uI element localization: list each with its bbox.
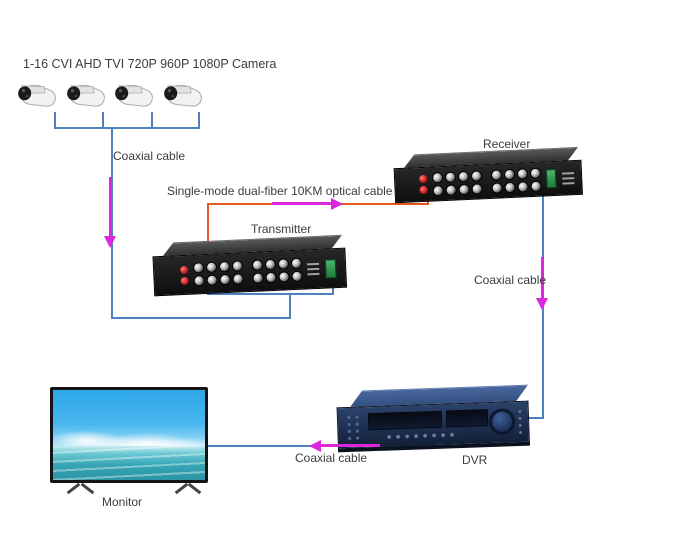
arrow-left-icon	[320, 444, 380, 447]
transmitter-label: Transmitter	[251, 222, 312, 236]
camera-drop-cable	[151, 112, 153, 129]
monitor-screen	[53, 390, 205, 480]
camera-drop-cable	[102, 112, 104, 129]
fiber-ports	[179, 265, 189, 285]
monitor-foot	[66, 482, 81, 495]
camera-group	[0, 82, 260, 118]
monitor-device	[50, 387, 208, 483]
fiber-ports	[418, 174, 428, 195]
coaxial-cable-label-top: Coaxial cable	[113, 149, 186, 163]
bullet-camera	[14, 82, 60, 116]
dvr-led-column	[515, 407, 525, 437]
bullet-camera	[111, 82, 157, 116]
transmitter-device	[152, 234, 348, 297]
camera-bus-cable	[54, 127, 200, 129]
arrow-down-icon	[109, 177, 112, 237]
dvr-button-row	[384, 431, 455, 441]
camera-drop-cable	[54, 112, 56, 129]
arrow-right-icon	[272, 202, 332, 205]
coax-riser-cable	[289, 294, 291, 319]
monitor-foot	[187, 482, 202, 495]
sea-image	[53, 445, 205, 480]
coax-vertical-cable	[111, 127, 113, 319]
port-label-text	[306, 262, 320, 276]
coax-bottom-cable	[111, 317, 291, 319]
arrow-down-icon	[541, 257, 544, 299]
dvr-label: DVR	[462, 453, 488, 467]
optical-cable-label: Single-mode dual-fiber 10KM optical cabl…	[167, 184, 393, 198]
port-label-text	[561, 171, 575, 185]
transmitter-bracket-cable	[207, 293, 334, 295]
dvr-display	[445, 409, 489, 428]
terminal-block	[324, 258, 337, 279]
monitor-label: Monitor	[102, 495, 143, 509]
coaxial-cable-label-right: Coaxial cable	[474, 273, 547, 287]
receiver-label: Receiver	[483, 137, 531, 151]
bullet-camera	[63, 82, 109, 116]
transmitter-tick-cable	[332, 283, 334, 295]
camera-title-label: 1-16 CVI AHD TVI 720P 960P 1080P Camera	[23, 57, 277, 71]
terminal-block	[545, 168, 557, 189]
bnc-ports	[193, 258, 302, 286]
optical-cable	[207, 204, 209, 252]
arrow-down-icon	[104, 236, 116, 248]
dvr-button-grid	[344, 413, 362, 443]
arrow-left-icon	[309, 440, 321, 452]
bullet-camera	[160, 82, 206, 116]
monitor-foot	[174, 482, 189, 495]
receiver-device	[393, 146, 583, 204]
arrow-down-icon	[536, 298, 548, 310]
dvr-jog-dial	[489, 409, 515, 435]
arrow-right-icon	[331, 198, 343, 210]
dvr-device	[336, 384, 531, 453]
coaxial-cable-label-bottom: Coaxial cable	[295, 451, 368, 465]
bnc-ports	[432, 168, 541, 195]
dvr-display	[367, 410, 443, 431]
camera-drop-cable	[198, 112, 200, 129]
monitor-foot	[80, 482, 95, 495]
